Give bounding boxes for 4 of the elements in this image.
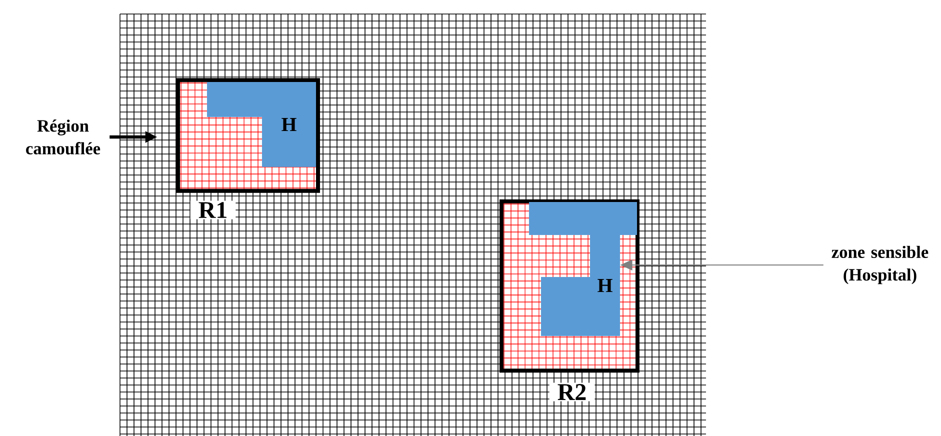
- region-label: R2: [549, 382, 595, 402]
- callout-text: zone sensible (Hospital): [832, 246, 928, 284]
- region-label: R1: [190, 200, 236, 220]
- callout-text: Région camouflée: [26, 120, 100, 154]
